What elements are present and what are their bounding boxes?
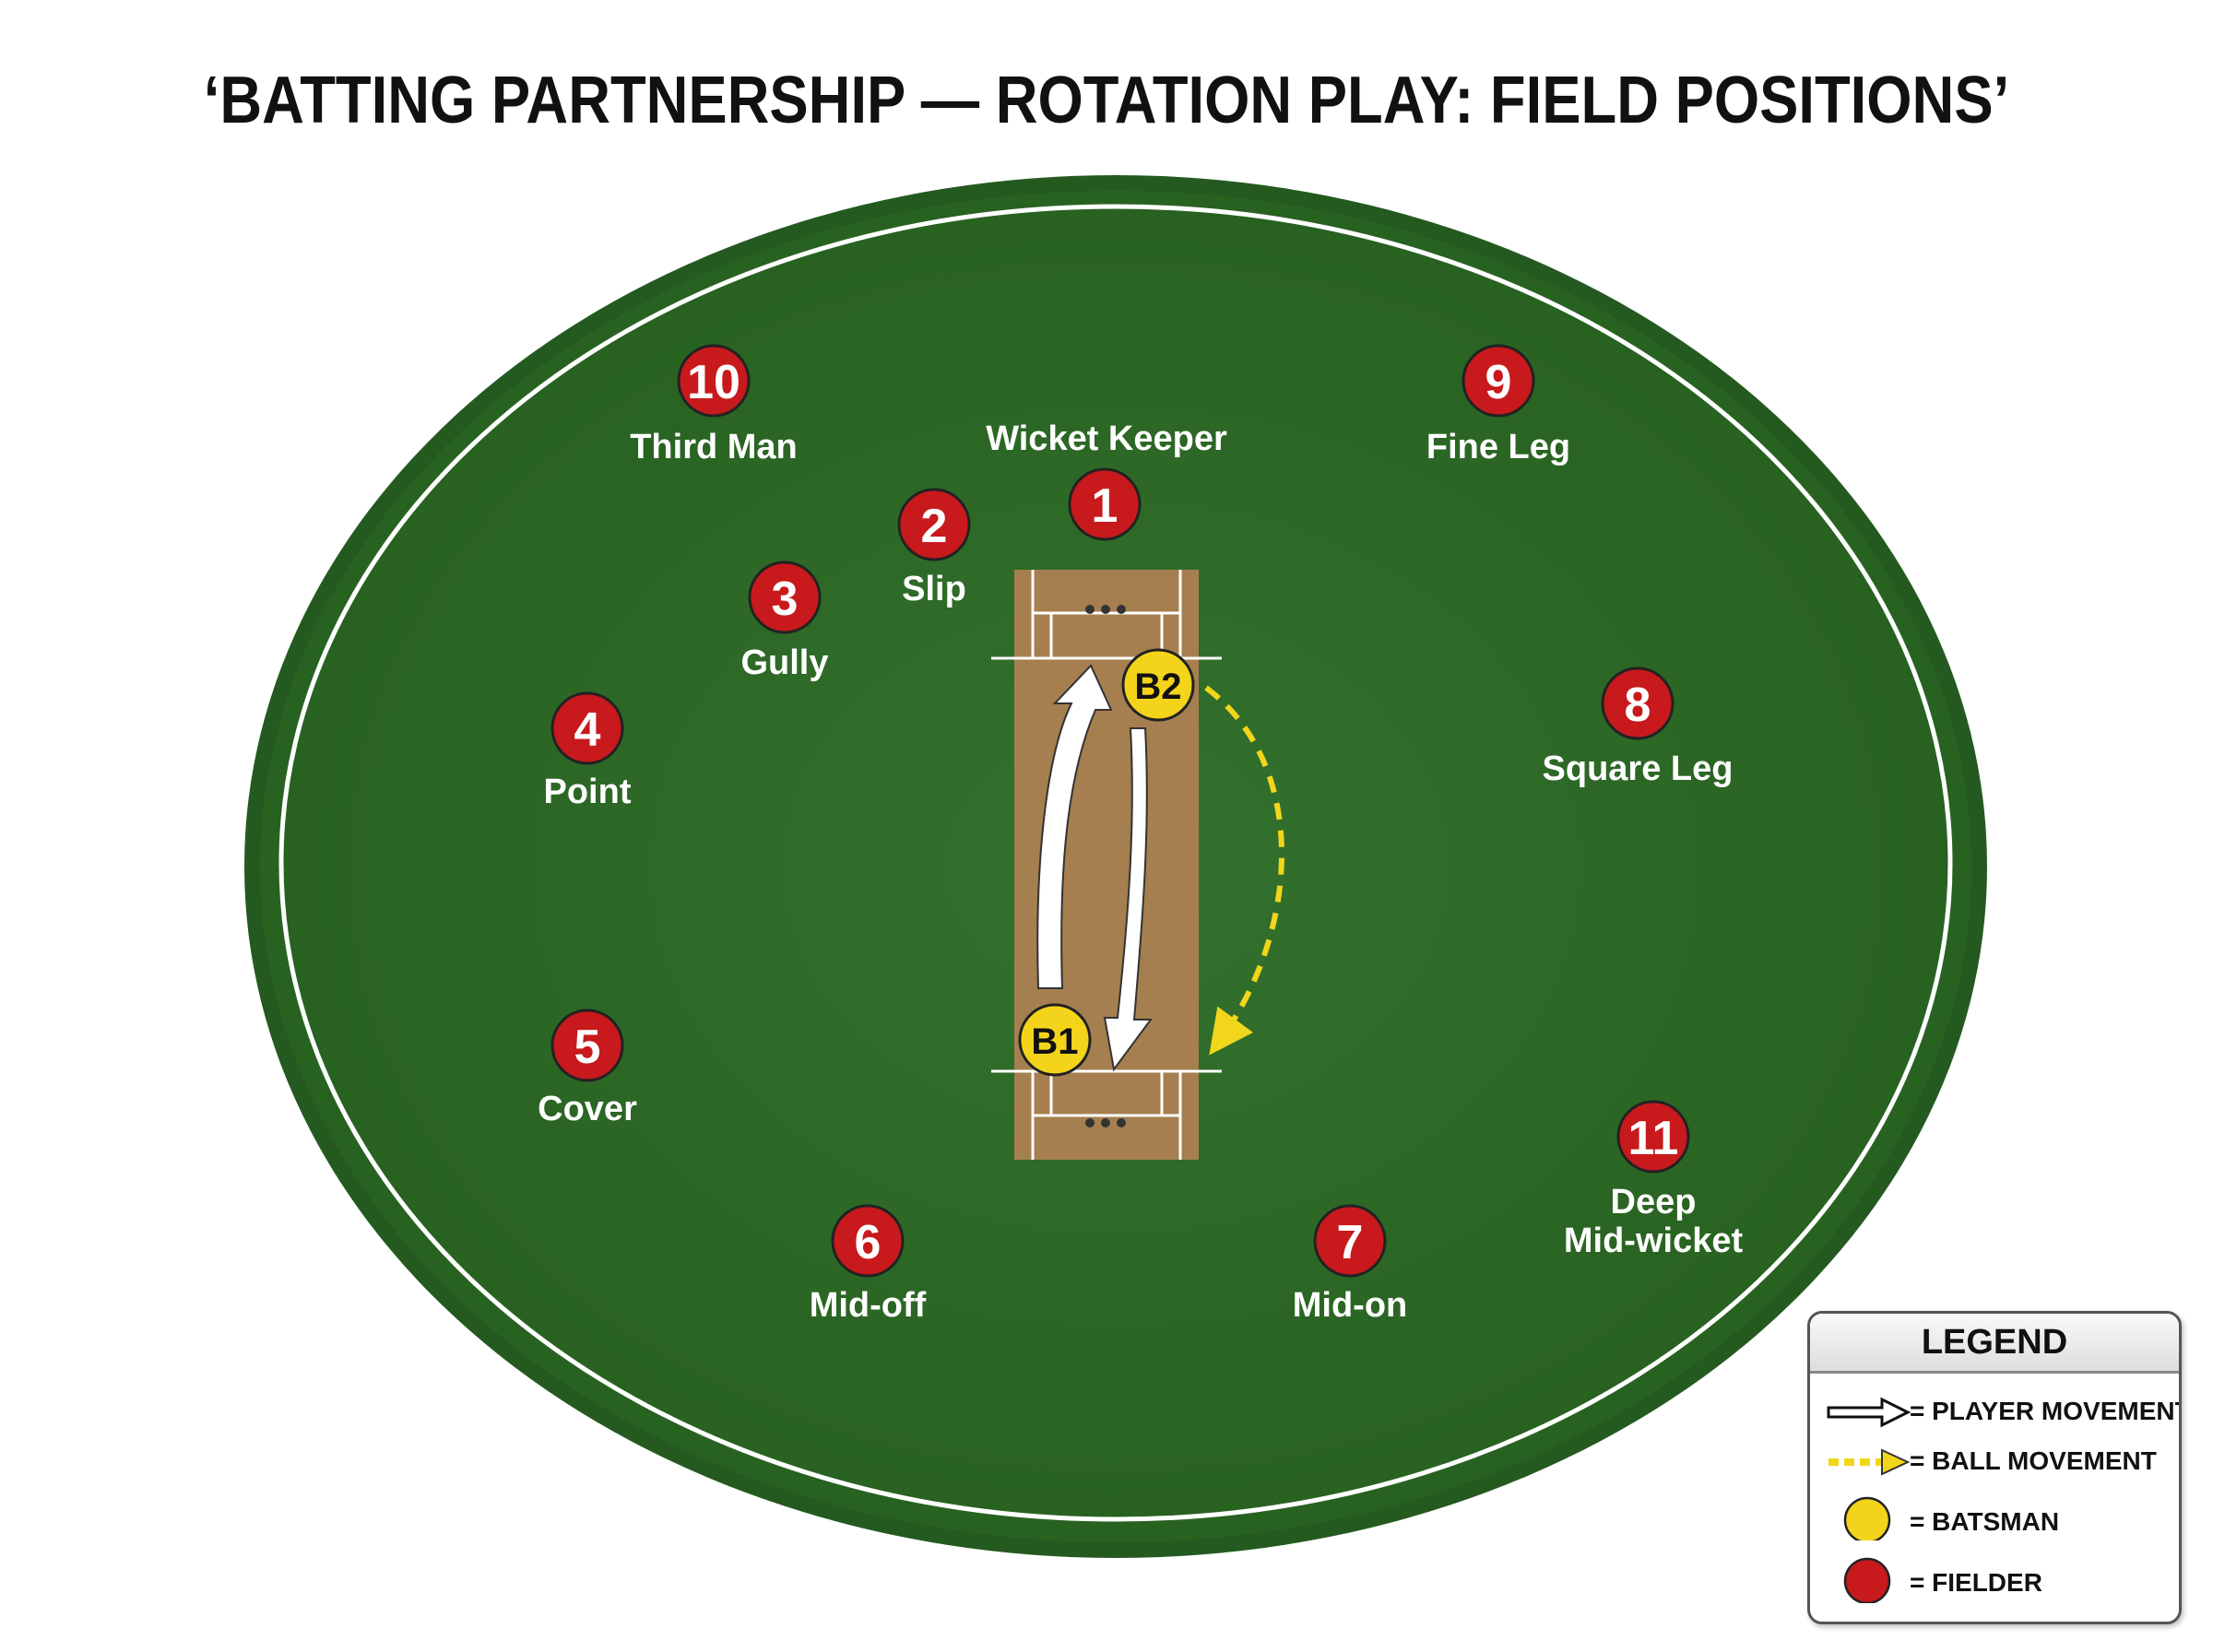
legend-item-batsman: = BATSMAN [1810,1494,2179,1540]
fielder-position-label: Slip [902,570,966,608]
batsman-label: B1 [1031,1021,1078,1062]
legend-title: LEGEND [1810,1314,2179,1374]
fielder-number: 9 [1485,356,1512,409]
fielder-position-label: Third Man [630,428,798,466]
fielder-1: 1 Wicket Keeper [986,419,1227,541]
fielder-number: 6 [855,1216,882,1269]
fielder-3: 3 Gully [740,560,829,682]
fielder-number: 10 [687,356,740,409]
legend-text: = BALL MOVEMENT [1910,1446,2157,1475]
outline-arrow-icon [1827,1397,1911,1428]
fielder-number: 1 [1092,479,1118,533]
fielder-number: 2 [921,500,948,553]
legend-text: = FIELDER [1910,1568,2042,1597]
player-movement-arrow-down [1103,727,1153,1072]
boundary-rope [278,204,1953,1522]
fielder-position-label: Mid-on [1293,1286,1408,1325]
legend-item-ball-movement: = BALL MOVEMENT [1810,1439,2179,1485]
fielder-5: 5 Cover [538,1009,637,1128]
fielder-position-label: Mid-off [810,1286,927,1325]
fielder-number: 4 [574,703,601,757]
fielder-7: 7 Mid-on [1293,1204,1408,1325]
fielder-position-label: Gully [740,643,828,682]
fielder-number: 8 [1625,678,1651,732]
fielder-number: 3 [772,572,799,626]
legend: LEGEND = PLAYER MOVEMENT = BALL MOVEMENT… [1807,1311,2182,1624]
legend-text: = PLAYER MOVEMENT [1910,1397,2182,1425]
fielder-position-label: Wicket Keeper [986,419,1227,458]
top-stumps-icon [1085,605,1126,614]
fielder-10: 10 Third Man [630,344,798,466]
diagram-title: ‘BATTING PARTNERSHIP — ROTATION PLAY: FI… [203,64,2010,137]
fielder-2: 2 Slip [897,488,971,608]
batsman-label: B2 [1134,667,1181,707]
fielder-9: 9 Fine Leg [1426,344,1570,466]
batsman-b2: B2 [1121,648,1195,722]
fielder-position-label: Cover [538,1090,637,1128]
fielder-8: 8 Square Leg [1543,667,1734,788]
fielder-6: 6 Mid-off [810,1204,927,1325]
legend-item-fielder: = FIELDER [1810,1557,2179,1603]
fielder-position-label: Point [544,773,632,811]
fielder-number: 11 [1628,1112,1679,1165]
fielder-position-label-line: Mid-wicket [1564,1221,1744,1260]
red-circle-icon [1843,1557,1891,1603]
ball-movement-path [1204,685,1284,1056]
dashed-arrow-icon [1828,1448,1911,1476]
pitch [991,570,1222,1160]
fielder-position-label: Fine Leg [1426,428,1570,466]
fielder-number: 7 [1337,1216,1364,1269]
fielder-position-label-line: Deep [1611,1183,1697,1221]
batsman-b1: B1 [1018,1003,1092,1077]
fielder-position-label: Square Leg [1543,749,1734,788]
fielder-4: 4 Point [544,691,632,811]
player-movement-arrow-up [1036,664,1113,989]
legend-text: = BATSMAN [1910,1507,2060,1536]
legend-item-player-movement: = PLAYER MOVEMENT [1810,1389,2179,1435]
fielder-number: 5 [574,1021,601,1074]
yellow-circle-icon [1843,1496,1891,1540]
bottom-stumps-icon [1085,1118,1126,1127]
